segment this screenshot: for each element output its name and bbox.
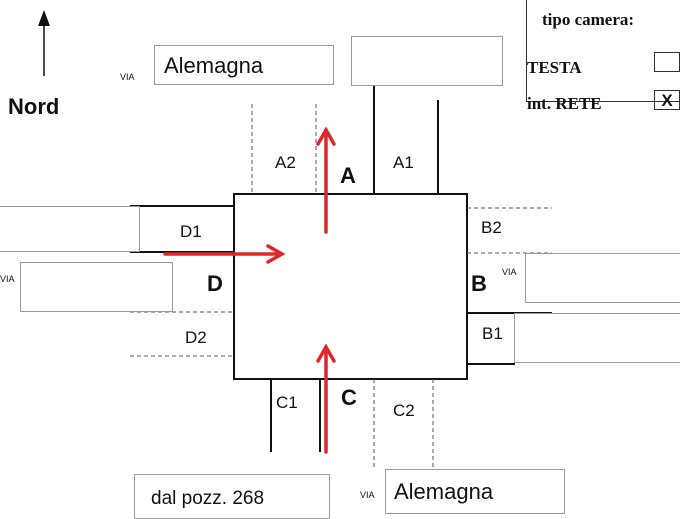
flow-arrow-west-in xyxy=(163,244,286,264)
rete-label: int. RETE xyxy=(527,94,602,113)
testa-label: TESTA xyxy=(527,58,582,77)
street-box-left xyxy=(20,262,173,312)
origin-note-box: dal pozz. 268 xyxy=(134,474,330,519)
north-label: Nord xyxy=(8,94,60,119)
lane-label-a1: A1 xyxy=(393,153,414,172)
north-arrow-head xyxy=(38,10,50,26)
flow-arrow-north xyxy=(316,126,336,234)
street-box-right-bottom xyxy=(514,313,680,363)
camera-type-title: tipo camera: xyxy=(542,10,635,29)
intersection-box xyxy=(233,193,468,380)
origin-note: dal pozz. 268 xyxy=(151,488,265,509)
rete-checkbox[interactable]: X xyxy=(654,90,680,110)
lane-label-d2: D2 xyxy=(185,328,207,347)
street-prefix-bottom: VIA xyxy=(360,490,375,500)
lane-label-c1: C1 xyxy=(276,393,298,412)
side-label-d: D xyxy=(207,271,223,296)
testa-checkbox[interactable] xyxy=(654,52,680,72)
street-prefix-left: VIA xyxy=(0,274,15,284)
side-label-a: A xyxy=(340,163,356,188)
side-label-b: B xyxy=(471,271,487,296)
street-box-left-top xyxy=(0,206,140,252)
street-name-box-top: Alemagna xyxy=(154,45,334,85)
lane-label-d1: D1 xyxy=(180,222,202,241)
lane-label-b1: B1 xyxy=(482,324,503,343)
flow-arrow-south-in xyxy=(316,343,336,454)
street-name-bottom: Alemagna xyxy=(394,479,494,504)
street-prefix-right: VIA xyxy=(502,267,517,277)
lane-label-c2: C2 xyxy=(393,401,415,420)
street-box-top-empty xyxy=(351,36,503,86)
street-name-top: Alemagna xyxy=(164,53,264,78)
lane-label-b2: B2 xyxy=(481,218,502,237)
street-box-right xyxy=(525,253,680,303)
street-name-box-bottom: Alemagna xyxy=(385,469,565,514)
side-label-c: C xyxy=(341,385,357,410)
camera-type-panel: tipo camera: TESTA int. RETE X xyxy=(526,0,680,113)
lane-label-a2: A2 xyxy=(275,153,296,172)
street-prefix-top: VIA xyxy=(120,72,135,82)
